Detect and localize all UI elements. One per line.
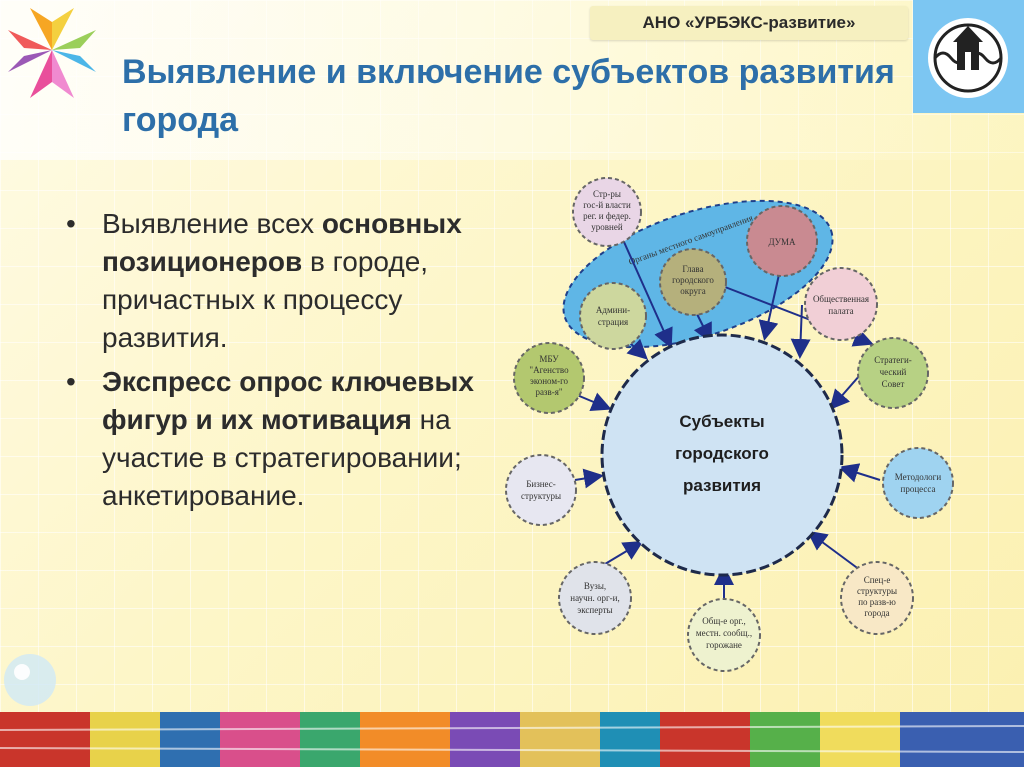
bullet-1-text-2: основных позиционеров (102, 208, 462, 277)
node-public: Общ-е орг., местн. сообщ., горожане (687, 598, 761, 672)
node-admin-line-1: Админи- (596, 305, 630, 315)
node-method-line-1: Методологи (895, 472, 942, 482)
node-head: Глава городского округа (659, 248, 727, 316)
arrow-chamber (790, 304, 811, 359)
node-council: Стратеги- ческий Совет (857, 337, 929, 409)
node-mbu-line-4: разв-я" (535, 387, 562, 397)
node-univ: Вузы, научн. орг-и, эксперты (558, 561, 632, 635)
arrow-gov (619, 232, 673, 349)
node-special: Спец-е структуры по разв-ю города (840, 561, 914, 635)
node-chamber-line-2: палата (828, 306, 853, 316)
node-duma: ДУМА (746, 205, 818, 277)
node-business: Бизнес- структуры (505, 454, 577, 526)
node-council-line-3: Совет (882, 379, 905, 389)
organization-logo (913, 0, 1024, 113)
node-special-line-3: по разв-ю (858, 597, 896, 607)
center-label-line-2: городского (675, 444, 769, 463)
arrow-business (574, 468, 604, 489)
node-univ-line-2: научн. орг-и, (570, 593, 619, 603)
city-emblem-icon (928, 18, 1008, 98)
node-head-line-2: городского (672, 275, 714, 285)
node-chamber-line-1: Общественная (813, 294, 869, 304)
bullet-item-1: Выявление всех основных позиционеров в г… (62, 205, 502, 357)
bullet-1-text-1: Выявление всех (102, 208, 322, 239)
subjects-diagram: Органы местного самоуправления Субъекты … (505, 177, 954, 672)
center-label-line-3: развития (683, 476, 761, 495)
center-label-line-1: Субъекты (679, 412, 764, 431)
node-method: Методологи процесса (882, 447, 954, 519)
node-chamber: Общественная палата (804, 267, 878, 341)
node-mbu-line-1: МБУ (539, 354, 559, 364)
decorative-star-icon (8, 8, 96, 98)
decorative-photo-strip (0, 712, 1024, 767)
page-title: Выявление и включение субъектов развития… (122, 53, 895, 139)
node-council-line-1: Стратеги- (874, 355, 912, 365)
node-duma-line-1: ДУМА (768, 237, 796, 247)
arrow-council (829, 374, 861, 411)
bullet-item-2: Экспресс опрос ключевых фигур и их мотив… (62, 363, 502, 515)
node-gov: Стр-ры гос-й власти рег. и федер. уровне… (572, 177, 642, 247)
node-special-line-4: города (864, 608, 889, 618)
node-head-line-3: округа (680, 286, 705, 296)
node-public-line-2: местн. сообщ., (696, 628, 752, 638)
node-gov-line-2: гос-й власти (583, 200, 631, 210)
bullet-2-text-2: на участие в стратегировании; анкетирова… (102, 404, 462, 511)
node-admin-line-2: страция (598, 317, 628, 327)
bullet-2-text-1: Экспресс опрос ключевых фигур и их мотив… (102, 366, 474, 435)
organization-label: АНО «УРБЭКС-развитие» (590, 6, 908, 40)
node-method-line-2: процесса (901, 484, 936, 494)
node-mbu: МБУ "Агенство эконом-го разв-я" (513, 342, 585, 414)
node-admin: Админи- страция (579, 282, 647, 350)
node-public-line-1: Общ-е орг., (702, 616, 745, 626)
node-mbu-line-3: эконом-го (530, 376, 569, 386)
node-univ-line-1: Вузы, (584, 581, 606, 591)
decorative-bubble-icon (4, 654, 56, 706)
node-business-line-2: структуры (521, 491, 561, 501)
node-univ-line-3: эксперты (577, 605, 612, 615)
arrow-admin (626, 338, 648, 360)
node-council-line-2: ческий (880, 367, 907, 377)
node-public-line-3: горожане (706, 640, 742, 650)
arrow-special (806, 530, 861, 571)
node-gov-line-4: уровней (591, 222, 623, 232)
arrow-duma (758, 269, 781, 341)
bullet-list: Выявление всех основных позиционеров в г… (62, 205, 502, 521)
node-special-line-1: Спец-е (864, 575, 891, 585)
node-business-line-1: Бизнес- (526, 479, 556, 489)
node-gov-line-3: рег. и федер. (583, 211, 631, 221)
node-head-line-1: Глава (682, 264, 703, 274)
bullet-1-text-3: в городе, причастных к процессу развития… (102, 246, 429, 353)
node-special-line-2: структуры (857, 586, 897, 596)
node-mbu-line-2: "Агенство (529, 365, 569, 375)
center-circle (600, 333, 844, 577)
node-gov-line-1: Стр-ры (593, 189, 621, 199)
arrow-method (838, 463, 881, 483)
